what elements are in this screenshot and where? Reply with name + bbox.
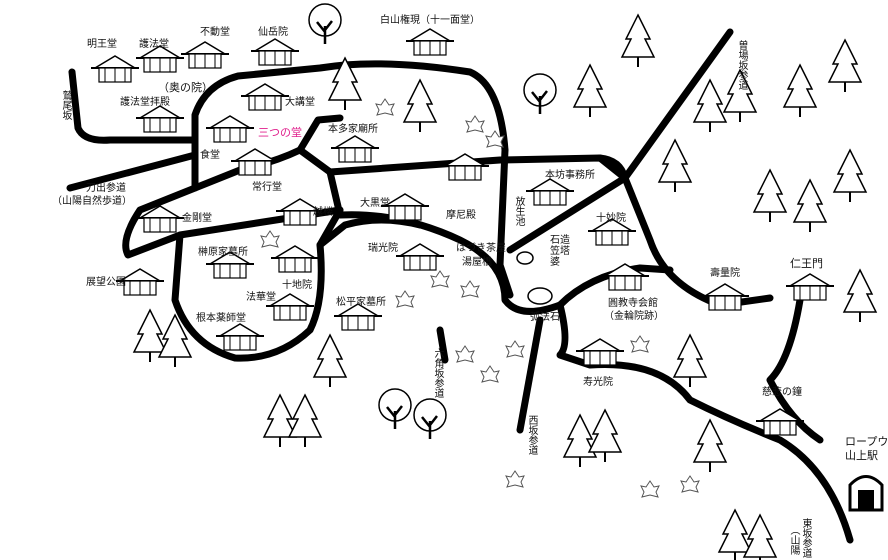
label-jikido: 食堂 <box>200 150 220 161</box>
label-kasanebazaka: 曽場坂参道 <box>736 40 747 90</box>
label-sakakibara: 榊原家墓所 <box>198 247 248 258</box>
label-maniden: 摩尼殿 <box>446 210 476 221</box>
label-gohodo-haiden: 護法堂拝殿 <box>120 97 170 108</box>
label-sanyo-shizen: （山陽自然歩道） <box>52 196 132 207</box>
label-jogyodo: 常行堂 <box>252 182 282 193</box>
label-ropeway-1: ロープウ <box>845 435 888 448</box>
label-washio-saka: 鷲尾坂 <box>60 90 71 120</box>
label-juchiin-top: 十妙院 <box>596 213 626 224</box>
label-meizando: 明王堂 <box>87 39 117 50</box>
road-nishizaka <box>516 316 544 434</box>
label-rokkakuzaka: 六角坂参道 <box>432 348 443 398</box>
road-inner-2 <box>296 114 344 154</box>
label-fudodo: 不動堂 <box>200 27 230 38</box>
label-hazuki-chaya: はづき茶屋 <box>456 243 506 254</box>
rock-icons <box>516 251 553 305</box>
ropeway-station-icon <box>848 475 884 512</box>
label-konnoin-ato: （金輪院跡） <box>604 311 664 322</box>
road-west-loop <box>171 206 344 362</box>
road-katode <box>66 151 199 192</box>
road-upper-loop <box>191 60 509 154</box>
road-kongodo <box>122 184 344 259</box>
label-daikokudo: 大黒堂 <box>360 198 390 209</box>
label-niomon: 仁王門 <box>790 257 823 270</box>
label-kongodo: 金剛堂 <box>182 213 212 224</box>
label-katodesando: 刀出参道 <box>86 183 126 194</box>
road-rokkaku <box>436 326 449 364</box>
label-honta-kebo: 本多家廟所 <box>328 124 378 135</box>
road-hoshoike <box>496 146 514 299</box>
label-nishizaka: 西坂参道 <box>526 415 537 455</box>
road-washio <box>68 68 199 144</box>
label-mitsunodo: 三つの堂 <box>258 126 302 139</box>
label-sekizo-kasatoba: 石造笠塔婆 <box>550 235 570 268</box>
road-east <box>556 301 854 544</box>
label-senryoin: 仙岳院 <box>258 27 288 38</box>
label-ropeway-2: 山上駅 <box>845 449 878 462</box>
label-gohodo: 護法堂 <box>139 39 169 50</box>
road-niomon <box>766 296 824 444</box>
label-yuya-bashi: 湯屋橋 <box>462 257 492 268</box>
label-hakusan: 白山権現（十一面堂） <box>380 15 480 26</box>
label-daikodo: 大講堂 <box>285 97 315 108</box>
label-hobo-jimusho: 本坊事務所 <box>545 170 595 181</box>
road-hobo <box>506 174 629 254</box>
label-etsuro: 越楼 <box>313 207 333 218</box>
label-nemoto: 根本薬師堂 <box>196 313 246 324</box>
road-zuikoin <box>316 216 424 249</box>
label-matsudaira: 松平家墓所 <box>336 297 386 308</box>
label-higashizaka: 東坂参道 <box>800 518 811 558</box>
label-kunyou: 壽量院 <box>710 268 740 279</box>
label-hokkedo: 法華堂 <box>246 292 276 303</box>
label-zuikoin: 瑞光院 <box>368 243 398 254</box>
roads <box>66 28 854 544</box>
road-engyoji <box>556 264 674 309</box>
label-hoshoike: 放生池 <box>513 196 524 226</box>
label-engyoji-kaikan: 圓教寺会館 <box>608 298 658 309</box>
label-kohoseki: 弧法石 <box>530 312 560 323</box>
label-sanyo-short: （山陽 <box>788 525 799 555</box>
label-jihi-no-kane: 慈悲の鐘 <box>762 387 802 398</box>
label-okunoin: （奥の院） <box>158 81 213 94</box>
label-tenbo-koen: 展望公園 <box>86 277 126 288</box>
label-juko-in: 寿光院 <box>583 377 613 388</box>
label-juchiin: 十地院 <box>282 280 312 291</box>
road-central <box>296 146 774 309</box>
